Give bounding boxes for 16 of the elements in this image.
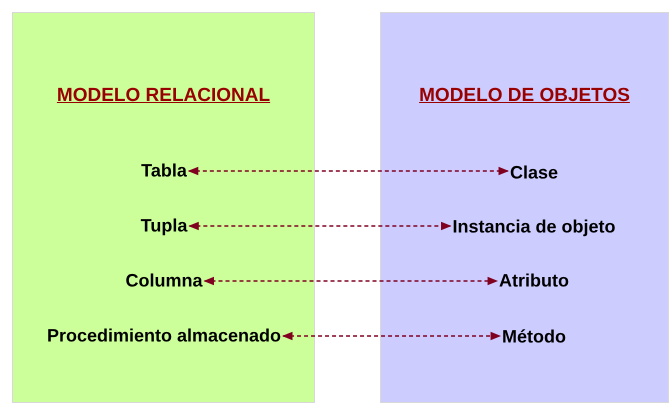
panel-heading: MODELO RELACIONAL [56, 85, 270, 107]
concept-label: Atributo [499, 270, 569, 292]
dashed-arrow [188, 222, 452, 230]
concept-label: Tupla [140, 216, 188, 236]
model-panel [380, 12, 669, 403]
concept-label: Método [502, 326, 566, 348]
concept-label: Clase [510, 162, 558, 184]
concept-label: Columna [126, 270, 202, 292]
model-panel [12, 12, 315, 403]
panel-heading: MODELO DE OBJETOS [419, 85, 630, 107]
dashed-arrow [282, 332, 502, 340]
concept-label: Tabla [141, 160, 187, 182]
dashed-arrow [188, 166, 510, 176]
concept-label: Instancia de objeto [452, 216, 616, 238]
concept-label: Procedimiento almacenado [46, 326, 282, 346]
dashed-arrow [203, 276, 498, 286]
